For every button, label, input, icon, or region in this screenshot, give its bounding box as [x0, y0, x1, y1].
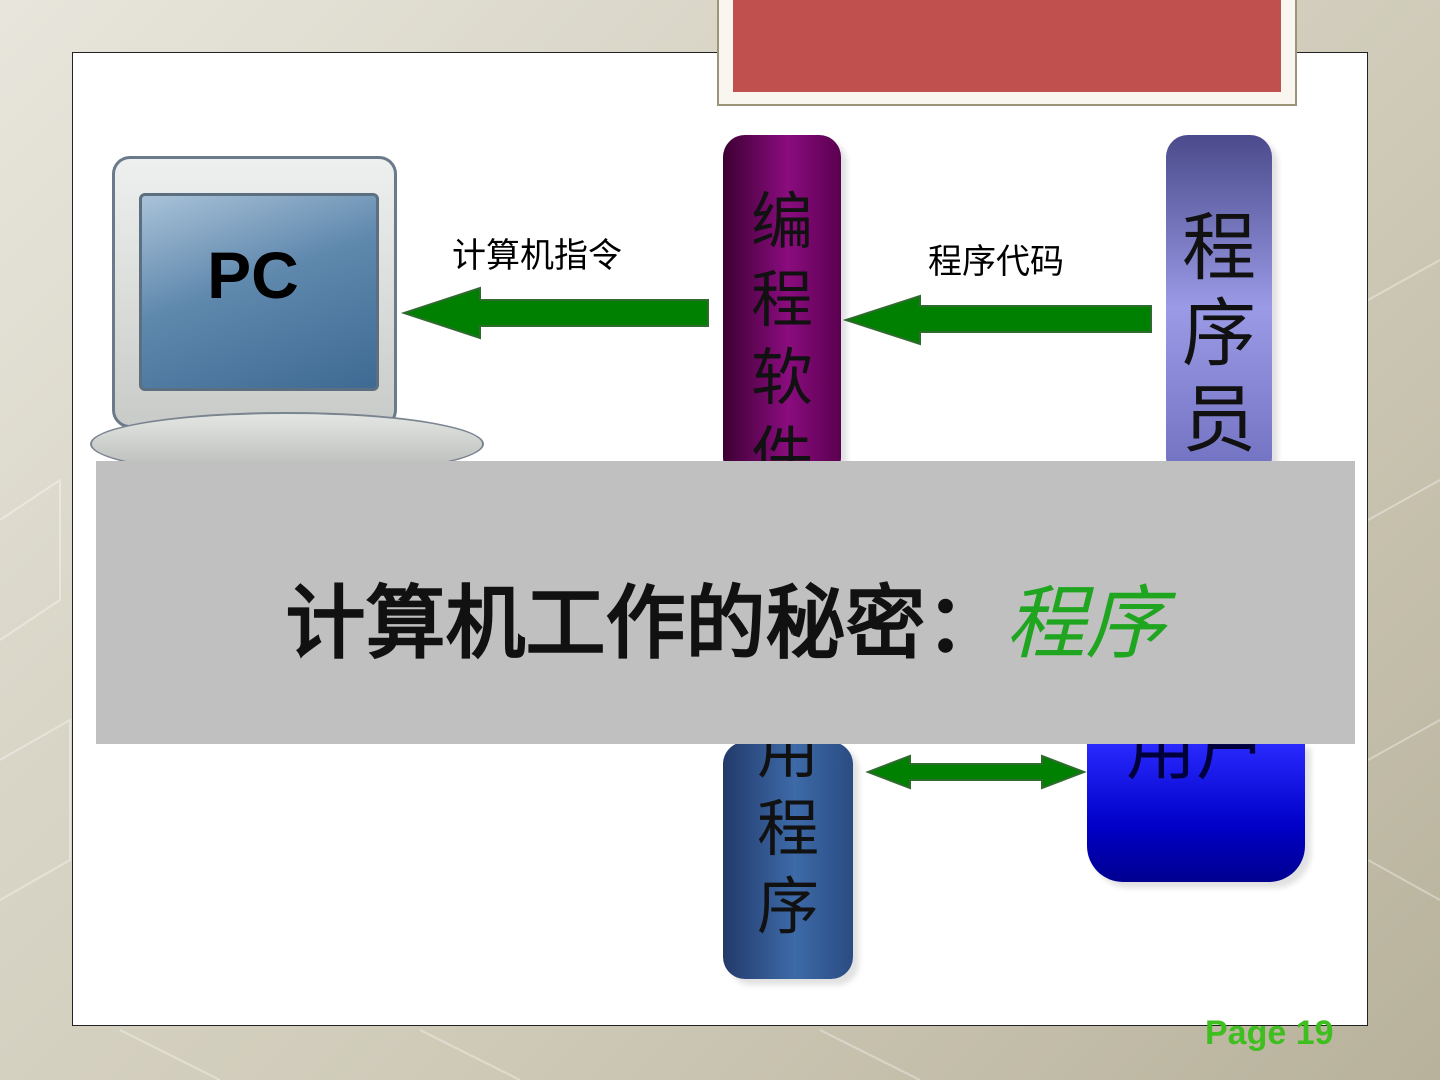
programmer-bar: 程 序 员	[1166, 135, 1272, 480]
programming-software-char: 编	[750, 185, 813, 258]
programmer-char: 序	[1182, 291, 1256, 377]
pc-label: PC	[207, 238, 299, 312]
application-char: 程	[756, 792, 819, 865]
application-char: 序	[756, 870, 819, 943]
programming-software-char: 程	[750, 263, 813, 336]
programming-software-char: 软	[750, 341, 813, 414]
programmer-char: 程	[1182, 205, 1256, 291]
programmer-char: 员	[1182, 377, 1256, 463]
monitor-screen	[139, 193, 379, 391]
title-banner	[717, 0, 1297, 106]
page-number: Page 19	[1205, 1014, 1334, 1052]
title-overlay: 计算机工作的秘密：程序	[96, 461, 1355, 744]
overlay-title: 计算机工作的秘密：程序	[96, 559, 1355, 675]
program-code-label: 程序代码	[928, 242, 1064, 282]
application-bar: 用 程 序	[723, 714, 853, 979]
user-bar: 用户	[1087, 714, 1305, 882]
overlay-title-text: 计算机工作的秘密：	[285, 576, 1006, 670]
monitor-body: PC	[112, 156, 397, 428]
overlay-title-accent: 程序	[1005, 577, 1166, 670]
programming-software-bar: 编 程 软 件	[723, 135, 841, 492]
pc-monitor: PC	[112, 156, 397, 428]
computer-instruction-label: 计算机指令	[452, 236, 622, 276]
title-banner-fill	[733, 0, 1281, 92]
